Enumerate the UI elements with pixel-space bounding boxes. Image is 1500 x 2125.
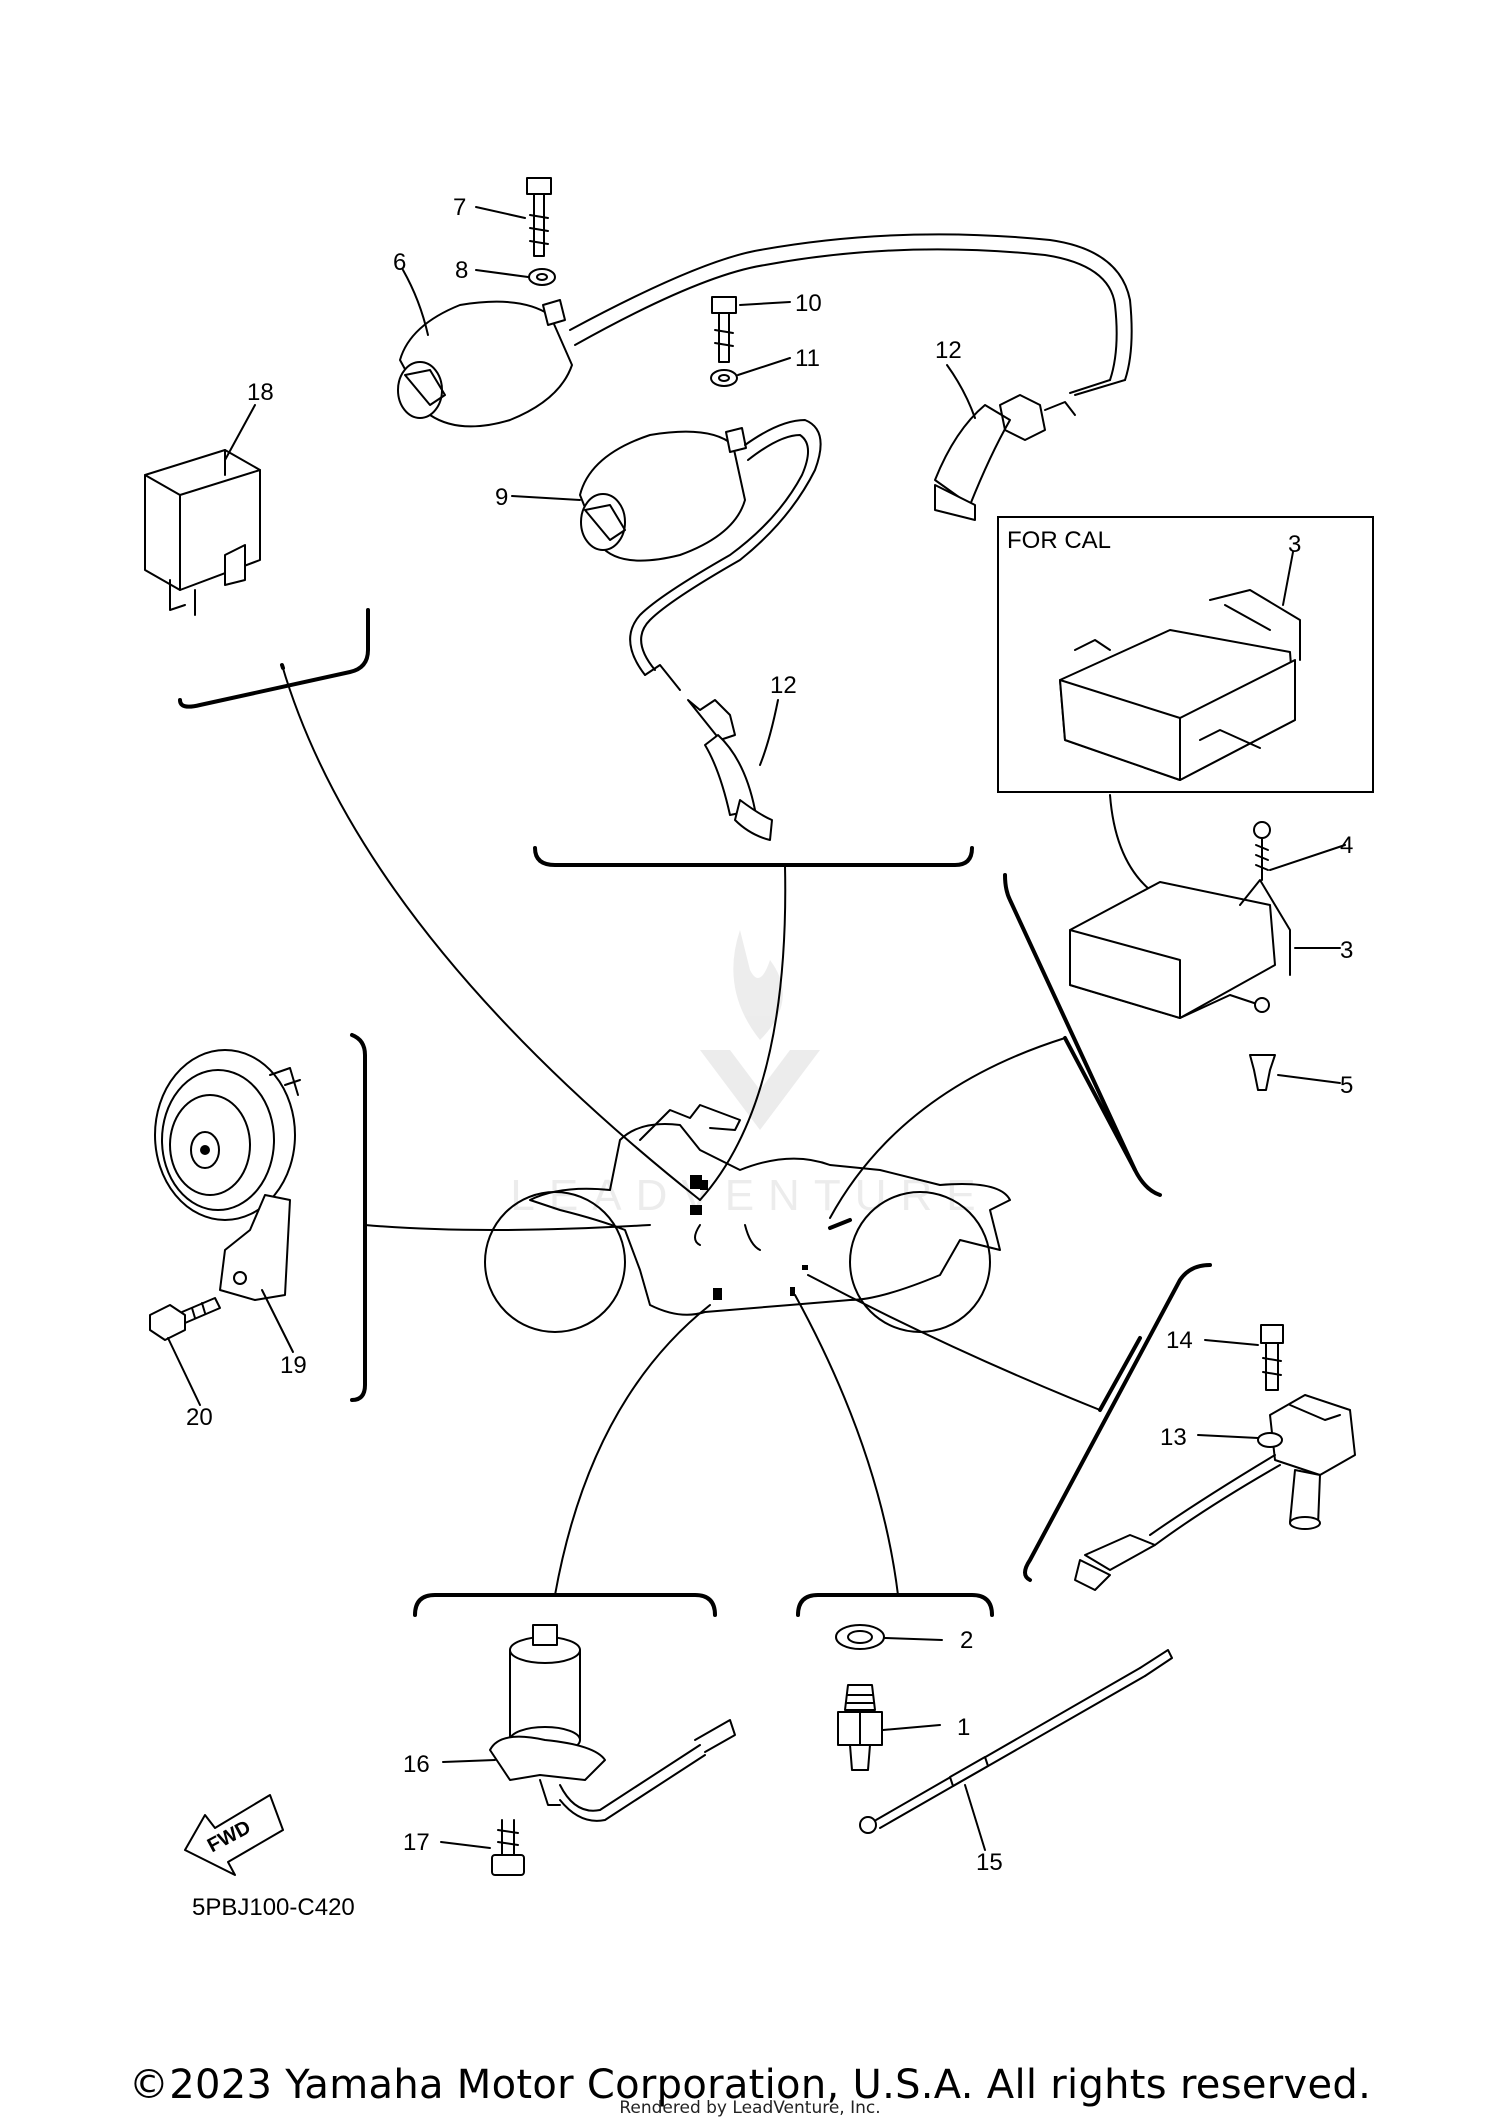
- washer-11: [710, 369, 738, 387]
- watermark-text: LEADVENTURE: [510, 1171, 989, 1220]
- callout-17: 17: [403, 1829, 430, 1856]
- for-cal-label: FOR CAL: [1007, 527, 1111, 554]
- callout-6: 6: [393, 249, 406, 276]
- ecu-unit-main: [1069, 879, 1291, 1019]
- relay-18: [144, 449, 261, 616]
- callout-19: 19: [280, 1352, 307, 1379]
- plug-cap-12-upper: [934, 394, 1076, 521]
- callout-1: 1: [957, 1714, 970, 1741]
- sensor-13: [1074, 1394, 1356, 1591]
- ignition-coil-6: [397, 233, 1133, 428]
- lead-wire-15: [859, 1649, 1173, 1834]
- callout-3-main: 3: [1340, 937, 1353, 964]
- horn-19: [154, 1049, 301, 1301]
- callout-7: 7: [453, 194, 466, 221]
- washer-8: [528, 268, 556, 286]
- callout-14: 14: [1166, 1327, 1193, 1354]
- callout-15: 15: [976, 1849, 1003, 1876]
- grommet-5: [1249, 1054, 1276, 1091]
- bolt-7: [526, 177, 552, 257]
- callout-leaders: [167, 206, 1346, 1851]
- callout-5: 5: [1340, 1072, 1353, 1099]
- fwd-arrow-icon: FWD: [184, 1794, 284, 1876]
- for-cal-inset-box: [997, 516, 1374, 793]
- callout-8: 8: [455, 257, 468, 284]
- callout-3-inset: 3: [1288, 531, 1301, 558]
- callout-12-upper: 12: [935, 337, 962, 364]
- rendered-by-text: Rendered by LeadVenture, Inc.: [619, 2098, 881, 2118]
- screw-4: [1253, 821, 1271, 881]
- plug-cap-12-lower: [687, 699, 773, 841]
- callout-4: 4: [1340, 832, 1353, 859]
- callout-16: 16: [403, 1751, 430, 1778]
- callout-2: 2: [960, 1627, 973, 1654]
- washer-2: [835, 1624, 885, 1650]
- watermark-logo: LEADVENTURE: [510, 930, 989, 1220]
- callout-12-lower: 12: [770, 672, 797, 699]
- diagram-code: 5PBJ100-C420: [192, 1894, 355, 1921]
- bolt-10: [711, 296, 737, 363]
- sensor-16: [489, 1624, 736, 1822]
- callout-11: 11: [795, 345, 820, 372]
- callout-13: 13: [1160, 1424, 1187, 1451]
- screw-17: [491, 1819, 525, 1876]
- callout-10: 10: [795, 290, 822, 317]
- callout-9: 9: [495, 484, 508, 511]
- leader-lines: [280, 663, 1151, 1596]
- bolt-14: [1260, 1324, 1284, 1391]
- switch-1: [837, 1684, 883, 1771]
- group-brackets: [178, 608, 1212, 1617]
- callout-20: 20: [186, 1404, 213, 1431]
- callouts: 1 2 3 3 4 5 6 7 8 9 10 11 12 12 13 14 15…: [186, 194, 1353, 1876]
- ecu-unit-inset: [1059, 589, 1301, 781]
- bolt-20: [149, 1297, 221, 1341]
- copyright-text: ©2023 Yamaha Motor Corporation, U.S.A. A…: [128, 2062, 1372, 2108]
- ignition-coil-9: [579, 419, 822, 691]
- callout-18: 18: [247, 379, 274, 406]
